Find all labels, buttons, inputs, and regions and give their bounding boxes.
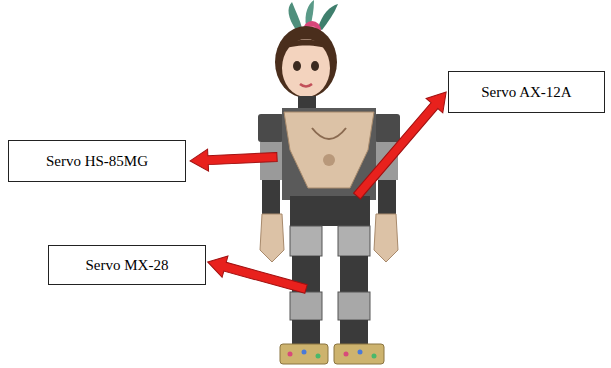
pointer-arrow [205, 251, 309, 299]
pointer-arrow [205, 251, 309, 299]
foot-dot [302, 350, 307, 355]
shoulder-servo [374, 114, 400, 142]
servo-label: Servo HS-85MG [46, 152, 148, 170]
label-box: Servo MX-28 [48, 245, 206, 285]
left-arm [258, 114, 284, 262]
neck-servo [298, 96, 316, 110]
chest-plate [284, 112, 374, 188]
mouth [300, 84, 312, 87]
leg-servo [338, 226, 370, 256]
foot-plate [334, 344, 384, 364]
feather [289, 2, 302, 30]
leg-servo [292, 320, 320, 346]
label-box: Servo HS-85MG [8, 140, 186, 182]
hip-servos [290, 196, 370, 226]
eye [311, 61, 319, 71]
pointer-arrow [190, 146, 278, 172]
hair [282, 40, 330, 51]
torso [282, 108, 376, 226]
leg-servo [340, 320, 368, 346]
leg-servo [290, 292, 322, 320]
shoulder-servo [258, 114, 284, 142]
foot-dot [288, 352, 293, 357]
arm-servo [262, 180, 280, 214]
foot-dot [316, 354, 321, 359]
eye [293, 61, 301, 71]
foot-dot [358, 350, 363, 355]
chest-detail [312, 128, 346, 139]
foot-plate [280, 344, 328, 364]
leg-servo [338, 292, 370, 320]
hair [275, 26, 337, 98]
label-box: Servo AX-12A [448, 71, 605, 113]
servo-label: Servo AX-12A [481, 83, 571, 101]
right-arm [374, 114, 400, 262]
arm-servo [378, 180, 396, 214]
chest-detail [323, 154, 335, 166]
face [282, 39, 330, 97]
right-leg [338, 226, 370, 346]
hand-plate [374, 214, 398, 262]
servo-label: Servo MX-28 [86, 256, 169, 274]
feet [280, 344, 384, 364]
leg-servo [340, 256, 368, 292]
pointer-arrow [349, 85, 455, 203]
feather [318, 4, 338, 30]
hand-plate [260, 214, 284, 262]
leg-servo [290, 226, 322, 256]
doll-head [275, 26, 337, 98]
foot-dot [372, 354, 377, 359]
foot-dot [344, 352, 349, 357]
pointer-arrow [190, 146, 278, 172]
pointer-arrow [349, 85, 455, 203]
